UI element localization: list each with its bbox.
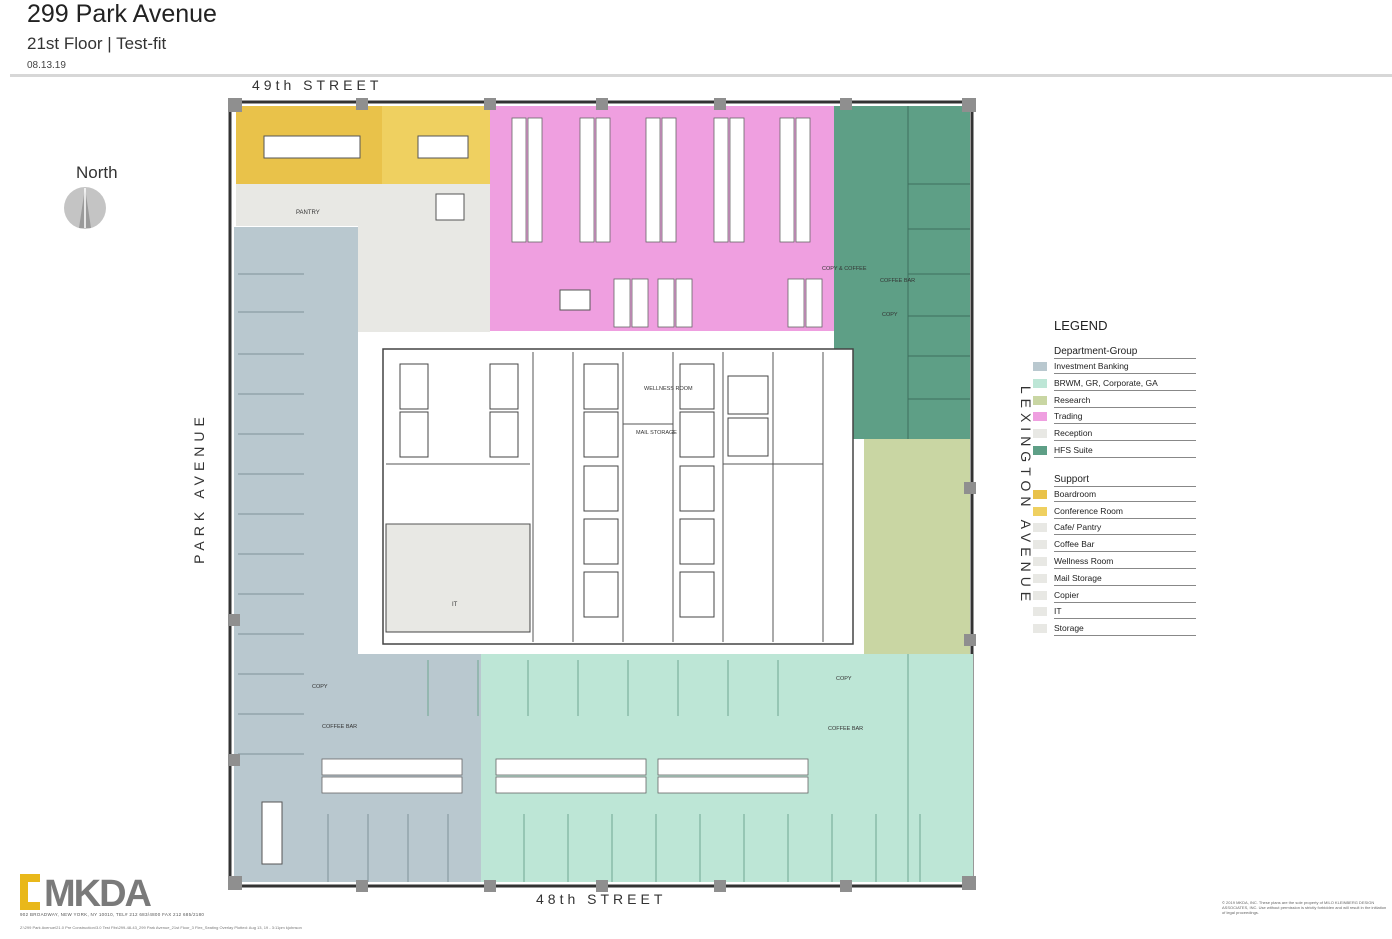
room-label-it: IT — [452, 602, 458, 608]
legend-item: Coffee Bar — [1030, 537, 1200, 554]
page-subtitle: 21st Floor | Test-fit — [27, 34, 167, 53]
legend-swatch — [1033, 624, 1047, 634]
room-label-mail-storage: MAIL STORAGE — [636, 430, 677, 436]
hfs-offices — [907, 106, 970, 439]
legend-item: Boardroom — [1030, 487, 1200, 504]
legend-swatch — [1033, 378, 1047, 388]
legend-swatch — [1033, 362, 1047, 371]
legend-item: BRWM, GR, Corporate, GA — [1030, 376, 1200, 393]
page-title: 299 Park Avenue — [27, 0, 217, 28]
floor-plan: PANTRY COPY & COFFEE COFFEE BAR COPY WEL… — [228, 98, 976, 892]
legend-swatch — [1033, 523, 1047, 533]
room-label-wellness: WELLNESS ROOM — [644, 386, 693, 392]
legend-swatch — [1033, 590, 1047, 600]
brwm-offices — [427, 654, 921, 882]
street-label-west: PARK AVENUE — [190, 412, 207, 564]
legend-title: LEGEND — [1054, 318, 1108, 333]
north-label: North — [76, 163, 118, 182]
legend-swatch — [1033, 573, 1047, 583]
room-label-coffee-bar-west: COFFEE BAR — [322, 724, 357, 730]
ib-offices — [238, 273, 449, 882]
zone-reception — [236, 184, 490, 332]
legend: LEGEND Department-Group Investment Banki… — [1030, 318, 1200, 638]
plot-date: 08.13.19 — [27, 60, 66, 71]
copyright-notice: © 2019 MKDA, INC. These plans are the so… — [1222, 900, 1387, 915]
conference-tables — [261, 135, 591, 865]
zone-research — [864, 439, 970, 654]
legend-item: Investment Banking — [1030, 359, 1200, 376]
legend-item: Trading — [1030, 409, 1200, 426]
room-label-coffee-bar-east: COFFEE BAR — [828, 726, 863, 732]
company-address: 902 BROADWAY, NEW YORK, NY 10010, TEL# 2… — [20, 912, 205, 917]
legend-item: Reception — [1030, 426, 1200, 443]
legend-item: Storage — [1030, 621, 1200, 638]
street-label-north: 49th STREET — [252, 77, 383, 93]
room-label-copy-coffee: COPY & COFFEE — [822, 266, 867, 272]
header-divider — [10, 74, 1392, 77]
legend-swatch — [1033, 445, 1047, 455]
room-label-copy-east: COPY — [836, 676, 852, 682]
legend-item: IT — [1030, 604, 1200, 621]
legend-swatch — [1033, 395, 1047, 405]
structural-columns — [228, 98, 976, 892]
legend-item: Copier — [1030, 588, 1200, 605]
legend-item: Wellness Room — [1030, 554, 1200, 571]
legend-group-department: Department-Group — [1054, 346, 1196, 359]
legend-swatch — [1033, 607, 1047, 617]
room-label-copy-ne: COPY — [882, 312, 898, 318]
legend-group-support: Support — [1054, 474, 1196, 487]
legend-item: HFS Suite — [1030, 443, 1200, 460]
desk-rows-north — [511, 117, 823, 328]
core-partitions — [386, 352, 824, 642]
room-label-pantry: PANTRY — [296, 210, 320, 216]
room-label-copy-west: COPY — [312, 684, 328, 690]
it-room — [385, 523, 531, 633]
legend-swatch — [1033, 489, 1047, 499]
legend-swatch — [1033, 540, 1047, 550]
legend-swatch — [1033, 556, 1047, 566]
mkda-logo: MKDA — [20, 873, 154, 912]
file-path: Z:\299 Park Avenue\21.0 Pre Construction… — [20, 925, 302, 930]
street-label-south: 48th STREET — [536, 891, 667, 907]
north-arrow-icon — [64, 187, 106, 229]
legend-swatch — [1033, 429, 1047, 439]
legend-item: Conference Room — [1030, 504, 1200, 521]
legend-item: Research — [1030, 393, 1200, 410]
legend-swatch — [1033, 412, 1047, 422]
elevator-banks — [399, 363, 769, 618]
workstation-clusters — [321, 758, 809, 794]
svg-text:MKDA: MKDA — [44, 873, 152, 912]
zone-hfs-suite — [834, 106, 970, 439]
legend-item: Cafe/ Pantry — [1030, 520, 1200, 537]
legend-swatch — [1033, 506, 1047, 516]
legend-item: Mail Storage — [1030, 571, 1200, 588]
room-label-coffee-bar-ne: COFFEE BAR — [880, 278, 915, 284]
